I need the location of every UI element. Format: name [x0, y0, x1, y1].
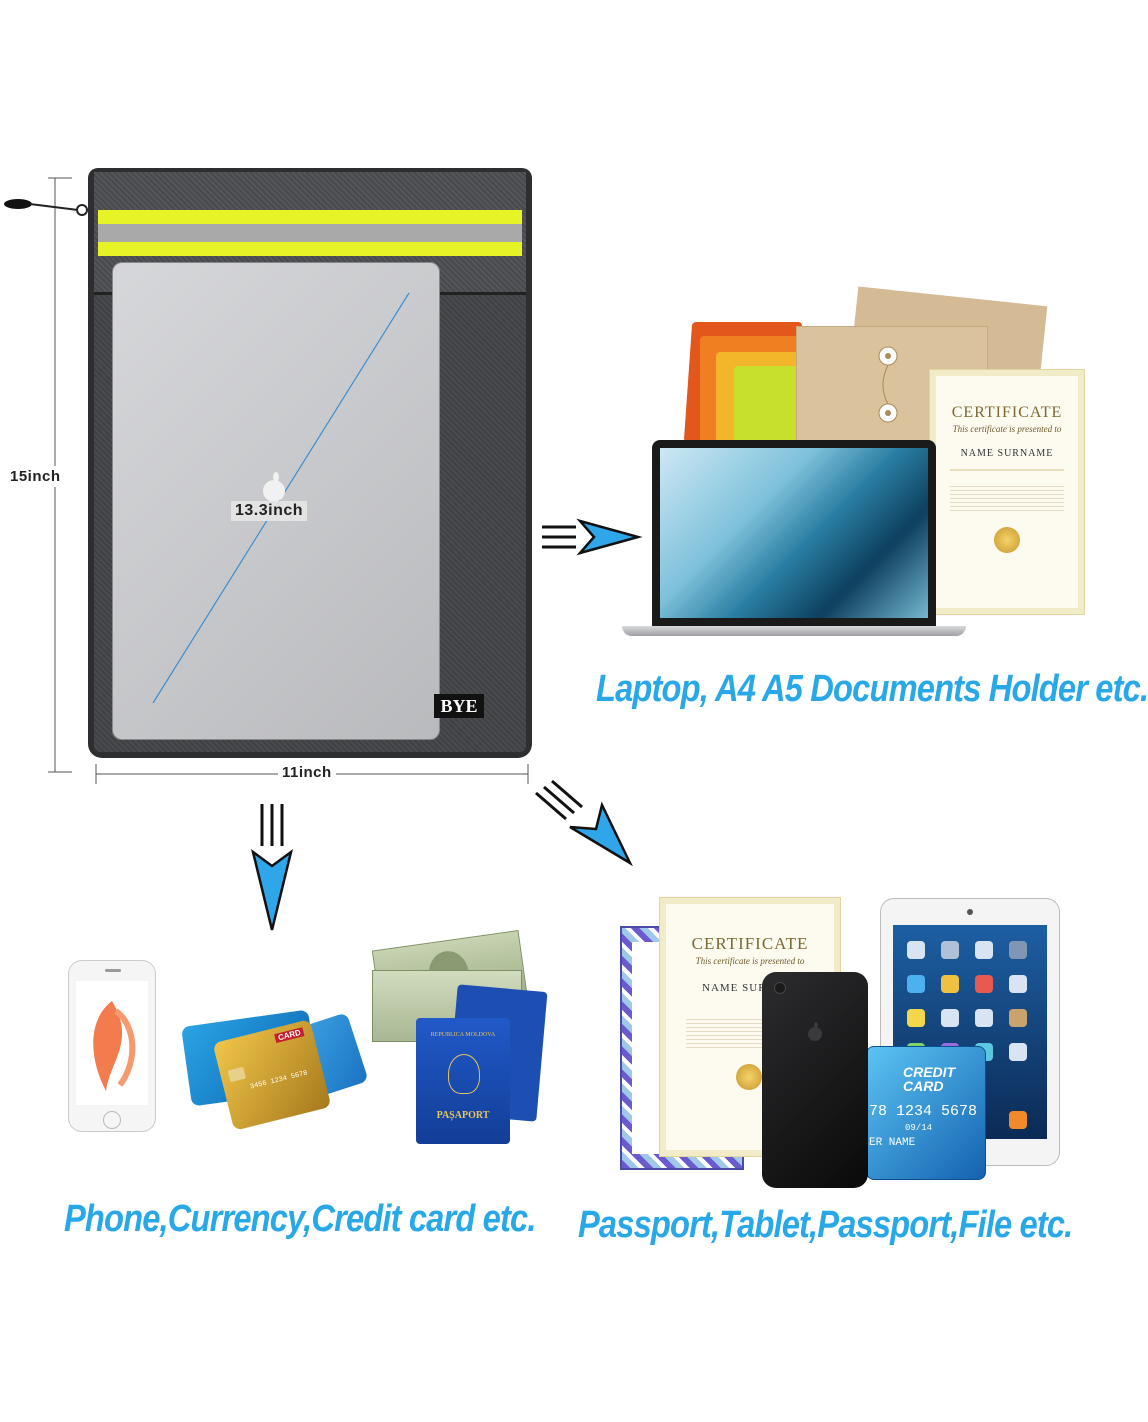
fireproof-pouch: 13.3inch BYE [88, 168, 532, 758]
laptop-lid: 13.3inch [112, 262, 440, 740]
caption-passport-tablet: Passport,Tablet,Passport,File etc. [578, 1204, 1073, 1246]
credit-card-name: ER NAME [869, 1137, 916, 1149]
arrow-right-icon [542, 518, 643, 556]
zipper-pull-icon [4, 199, 88, 216]
credit-card-label: CREDIT CARD [903, 1064, 956, 1094]
phone [68, 960, 156, 1132]
reflective-stripe [98, 210, 522, 256]
certificate-small-name: NAME SUR [702, 982, 767, 994]
certificate-small-title: CERTIFICATE [691, 934, 809, 953]
certificate-document: CERTIFICATE This certificate is presente… [930, 370, 1084, 614]
arrow-down-icon [250, 804, 294, 931]
certificate-title: CERTIFICATE [951, 404, 1063, 421]
caption-laptop-docs: Laptop, A4 A5 Documents Holder etc. [596, 668, 1148, 710]
certificate-name: NAME SURNAME [960, 448, 1054, 459]
apple-logo-icon [806, 1022, 824, 1042]
credit-card-number: 78 1234 5678 [869, 1103, 978, 1120]
laptop-size-label: 13.3inch [231, 501, 308, 521]
passport-label: PAȘAPORT [436, 1110, 490, 1121]
caption-phone-currency: Phone,Currency,Credit card etc. [64, 1198, 536, 1240]
laptop-base [622, 626, 966, 636]
apple-logo-icon [259, 472, 289, 503]
certificate-subtitle: This certificate is presented to [952, 424, 1062, 434]
credit-card-date: 09/14 [905, 1123, 933, 1133]
credit-card-tablet-scene: CREDIT CARD 78 1234 5678 09/14 ER NAME [866, 1046, 986, 1180]
passport: REPUBLICA MOLDOVA PAȘAPORT [416, 1018, 510, 1144]
passport-country: REPUBLICA MOLDOVA [430, 1032, 496, 1038]
laptop-screen [652, 440, 936, 626]
black-phone [762, 972, 868, 1188]
gold-card-number: 3456 1234 5678 [249, 1069, 309, 1092]
height-label: 15inch [10, 466, 61, 487]
arrow-diagonal-icon [535, 779, 633, 867]
certificate-small-subtitle: This certificate is presented to [695, 956, 805, 966]
gold-card-label: CARD [274, 1027, 305, 1043]
width-label: 11inch [278, 764, 336, 781]
brand-label: BYE [434, 694, 484, 718]
